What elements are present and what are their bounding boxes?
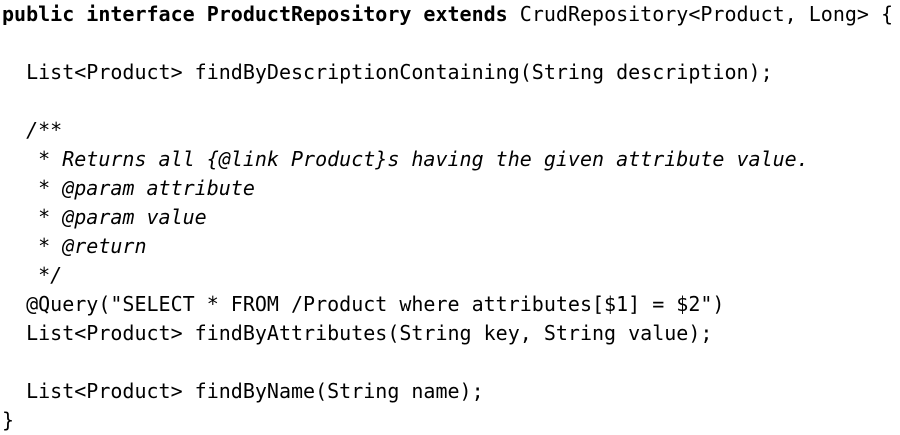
code-line: * @param attribute	[2, 174, 900, 203]
code-text-normal: CrudRepository<Product, Long> {	[507, 2, 894, 26]
code-text-normal: @Query("SELECT * FROM /Product where att…	[2, 292, 725, 316]
code-line: @Query("SELECT * FROM /Product where att…	[2, 290, 900, 319]
code-text-bold: public interface ProductRepository exten…	[2, 2, 508, 26]
code-line	[2, 87, 900, 116]
code-line	[2, 29, 900, 58]
code-text-italic: * Returns all {@link Product}s having th…	[2, 147, 809, 171]
code-text-italic: /**	[2, 118, 63, 142]
code-line: List<Product> findByAttributes(String ke…	[2, 319, 900, 348]
code-text-normal: }	[2, 408, 15, 432]
code-line: /**	[2, 116, 900, 145]
code-line: List<Product> findByDescriptionContainin…	[2, 58, 900, 87]
code-line	[2, 348, 900, 377]
code-text-italic: */	[2, 263, 63, 287]
code-line: List<Product> findByName(String name);	[2, 377, 900, 406]
code-text-normal: List<Product> findByAttributes(String ke…	[2, 321, 713, 345]
code-text-normal: List<Product> findByDescriptionContainin…	[2, 60, 773, 84]
code-text-normal: List<Product> findByName(String name);	[2, 379, 484, 403]
code-line: }	[2, 406, 900, 435]
code-line: * Returns all {@link Product}s having th…	[2, 145, 900, 174]
code-line: * @return	[2, 232, 900, 261]
code-line: */	[2, 261, 900, 290]
code-text-italic: * @param value	[2, 205, 207, 229]
code-line: * @param value	[2, 203, 900, 232]
code-line: public interface ProductRepository exten…	[2, 0, 900, 29]
code-text-italic: * @param attribute	[2, 176, 255, 200]
code-text-italic: * @return	[2, 234, 147, 258]
